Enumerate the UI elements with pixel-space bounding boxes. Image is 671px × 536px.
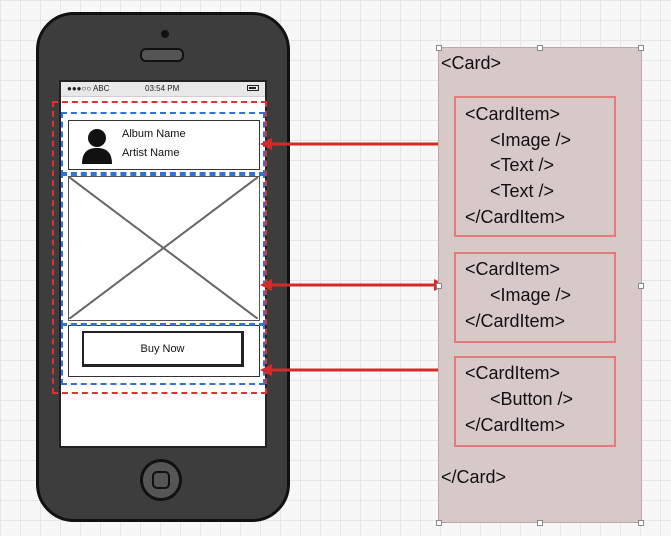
status-bar: ●●●○○ ABC 03:54 PM	[61, 82, 265, 97]
home-button[interactable]	[140, 459, 182, 501]
item1-close-tag: </CardItem>	[465, 207, 566, 227]
selection-handle[interactable]	[436, 520, 442, 526]
item2-close-tag: </CardItem>	[465, 311, 566, 331]
item1-text-tag: <Text />	[490, 181, 555, 201]
item1-open-tag: <CardItem>	[465, 104, 561, 124]
image-placeholder-icon	[69, 177, 258, 319]
arrow-header	[260, 138, 456, 150]
item2-image-tag: <Image />	[490, 285, 572, 305]
album-name: Album Name	[122, 128, 186, 140]
home-button-icon	[152, 471, 170, 489]
camera-dot	[161, 30, 169, 38]
item1-text-tag: <Text />	[490, 155, 555, 175]
selection-handle[interactable]	[537, 45, 543, 51]
item3-button-tag: <Button />	[490, 389, 574, 409]
avatar-icon	[82, 129, 112, 164]
selection-handle[interactable]	[436, 45, 442, 51]
status-time: 03:54 PM	[145, 84, 180, 93]
card-item-outline-button	[61, 323, 265, 385]
arrow-button	[260, 364, 456, 376]
item3-open-tag: <CardItem>	[465, 363, 561, 383]
card-item-box-3	[454, 356, 616, 447]
selection-handle[interactable]	[537, 520, 543, 526]
item1-image-tag: <Image />	[490, 130, 572, 150]
card-open-tag: <Card>	[441, 53, 502, 73]
selection-handle[interactable]	[638, 520, 644, 526]
card-outline	[52, 101, 267, 394]
card-item-box-1	[454, 96, 616, 237]
speaker-slot	[140, 48, 184, 62]
selection-handle[interactable]	[436, 283, 442, 289]
item2-open-tag: <CardItem>	[465, 259, 561, 279]
selection-handle[interactable]	[638, 45, 644, 51]
card-item-outline-image	[61, 172, 265, 326]
arrow-image	[260, 279, 446, 291]
selection-handle[interactable]	[638, 283, 644, 289]
card-item-image	[68, 176, 260, 321]
card-close-tag: </Card>	[441, 467, 507, 487]
artist-name: Artist Name	[122, 147, 180, 159]
card-item-box-2	[454, 252, 616, 343]
item3-close-tag: </CardItem>	[465, 415, 566, 435]
buy-now-button[interactable]: Buy Now	[82, 331, 244, 367]
card-item-header: Album Name Artist Name	[68, 120, 260, 170]
status-carrier: ●●●○○ ABC	[67, 84, 110, 93]
battery-icon	[247, 85, 259, 91]
